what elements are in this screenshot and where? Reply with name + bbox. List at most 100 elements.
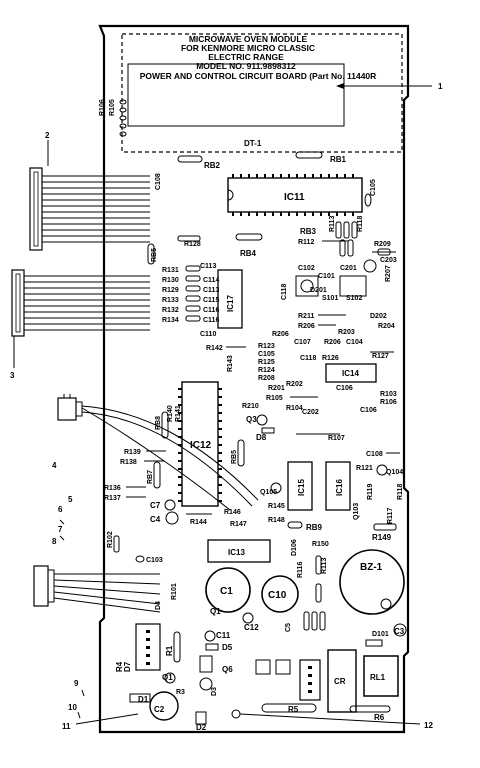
label-q2: Q1 bbox=[162, 673, 173, 682]
resistor-rb5-body bbox=[147, 243, 155, 265]
label-rb5: RB5 bbox=[151, 248, 158, 262]
resistor-rb1-body bbox=[295, 151, 323, 159]
connector-2 bbox=[29, 167, 43, 251]
ic14-chip bbox=[325, 363, 377, 383]
callout-1: 1 bbox=[438, 82, 443, 91]
label-d202: D202 bbox=[370, 313, 387, 320]
label-r113: R113 bbox=[329, 216, 336, 232]
resistor-rb4-body bbox=[235, 233, 263, 241]
label-r103: R103 bbox=[380, 391, 397, 398]
label-c106-b: C106 bbox=[360, 407, 377, 414]
capacitor-c203-body bbox=[363, 259, 377, 273]
label-s102: S102 bbox=[346, 295, 362, 302]
svg-text:C116: C116 bbox=[203, 307, 219, 314]
callout-10: 10 bbox=[68, 703, 77, 712]
label-s101: S101 bbox=[322, 295, 338, 302]
display-window bbox=[121, 33, 403, 153]
label-r104: R104 bbox=[286, 405, 303, 412]
label-r137: R137 bbox=[104, 495, 121, 502]
label-r146: R146 bbox=[224, 509, 241, 516]
ic15-chip bbox=[287, 461, 313, 511]
label-r106: R106 bbox=[380, 399, 397, 406]
label-rb8: RB8 bbox=[155, 416, 162, 430]
label-c107: C107 bbox=[294, 339, 311, 346]
label-r102: R102 bbox=[107, 531, 114, 548]
label-c1: C1 bbox=[220, 586, 233, 597]
resistor-bank-r123: R123 C105 R125 R124 R208 bbox=[258, 343, 275, 382]
svg-text:MICROWAVE OVEN MODULE: MICROWAVE OVEN MODULE bbox=[189, 34, 308, 44]
label-rl1: RL1 bbox=[370, 673, 386, 682]
svg-text:C115: C115 bbox=[203, 297, 219, 304]
relay-cr bbox=[327, 649, 357, 713]
label-rb7: RB7 bbox=[147, 470, 154, 484]
resistor-bank-bottom bbox=[303, 555, 326, 631]
capacitor-c1 bbox=[205, 567, 251, 613]
display-inner-box bbox=[127, 63, 345, 127]
label-d1: D1 bbox=[138, 695, 149, 704]
resistor-rb8-body bbox=[161, 411, 169, 439]
svg-text:R129: R129 bbox=[162, 287, 179, 294]
resistor-bank-r113 bbox=[335, 221, 358, 257]
label-d4: D4 bbox=[155, 601, 162, 610]
callout-6: 6 bbox=[58, 505, 63, 514]
label-r141: R141 bbox=[175, 405, 182, 422]
svg-text:R130: R130 bbox=[162, 277, 179, 284]
label-r202: R202 bbox=[286, 381, 303, 388]
transistor-q3-body bbox=[256, 414, 268, 426]
svg-text:R123: R123 bbox=[258, 343, 275, 350]
label-d7: D7 bbox=[123, 661, 132, 672]
svg-text:FOR KENMORE MICRO CLASSIC: FOR KENMORE MICRO CLASSIC bbox=[181, 43, 315, 53]
label-r128: R128 bbox=[184, 241, 201, 248]
label-r206-a: R206 bbox=[298, 323, 315, 330]
label-c3: C3 bbox=[394, 627, 405, 636]
label-c108: C108 bbox=[155, 173, 162, 190]
label-r5: R5 bbox=[288, 705, 299, 714]
label-ic14: IC14 bbox=[342, 369, 359, 378]
capacitor-c4-body bbox=[165, 511, 179, 525]
label-d106: D106 bbox=[291, 539, 298, 556]
svg-text:C114: C114 bbox=[203, 277, 219, 284]
svg-text:R125: R125 bbox=[258, 359, 275, 366]
capacitor-c105-body bbox=[364, 193, 372, 207]
board-outline bbox=[98, 24, 410, 734]
svg-text:R208: R208 bbox=[258, 375, 275, 382]
ribbon-cable-middle bbox=[24, 275, 150, 331]
label-r118: R118 bbox=[357, 216, 364, 232]
label-r147: R147 bbox=[230, 521, 247, 528]
svg-text:R124: R124 bbox=[258, 367, 275, 374]
label-r127: R127 bbox=[372, 353, 389, 360]
svg-text:C116: C116 bbox=[203, 317, 219, 324]
callout-9: 9 bbox=[74, 679, 79, 688]
label-cr: CR bbox=[334, 677, 346, 686]
callout-4: 4 bbox=[52, 461, 57, 470]
label-c12: C12 bbox=[244, 623, 259, 632]
buzzer-bz1 bbox=[339, 549, 405, 615]
label-r138: R138 bbox=[120, 459, 137, 466]
label-r139: R139 bbox=[124, 449, 141, 456]
label-r143: R143 bbox=[227, 355, 234, 372]
capacitor-c2 bbox=[149, 691, 179, 721]
label-c103: C103 bbox=[146, 557, 163, 564]
label-c118: C118 bbox=[281, 284, 288, 300]
label-d3: D3 bbox=[211, 687, 218, 696]
label-rb3: RB3 bbox=[300, 227, 317, 236]
switch-s102 bbox=[339, 275, 367, 297]
resistor-r128-body bbox=[177, 235, 201, 242]
label-q6: Q6 bbox=[222, 665, 233, 674]
resistor-r209-body bbox=[377, 248, 391, 256]
callout-12: 12 bbox=[424, 721, 433, 730]
label-ic13: IC13 bbox=[228, 548, 245, 557]
capacitor-c10 bbox=[261, 575, 299, 613]
label-ic16: IC16 bbox=[335, 479, 344, 496]
label-q103: Q103 bbox=[353, 503, 360, 520]
label-ic17: IC17 bbox=[226, 295, 235, 312]
label-r119: R119 bbox=[367, 484, 374, 500]
leader-11 bbox=[75, 713, 139, 725]
label-dt1: DT-1 bbox=[244, 139, 262, 148]
label-d2: D2 bbox=[196, 723, 207, 732]
label-r201: R201 bbox=[268, 385, 285, 392]
resistor-bank-left: R131 R130 R129 R133 R132 R134 bbox=[162, 265, 201, 324]
label-ic15: IC15 bbox=[297, 479, 306, 496]
label-c4: C4 bbox=[150, 515, 161, 524]
label-r1: R1 bbox=[165, 645, 174, 656]
